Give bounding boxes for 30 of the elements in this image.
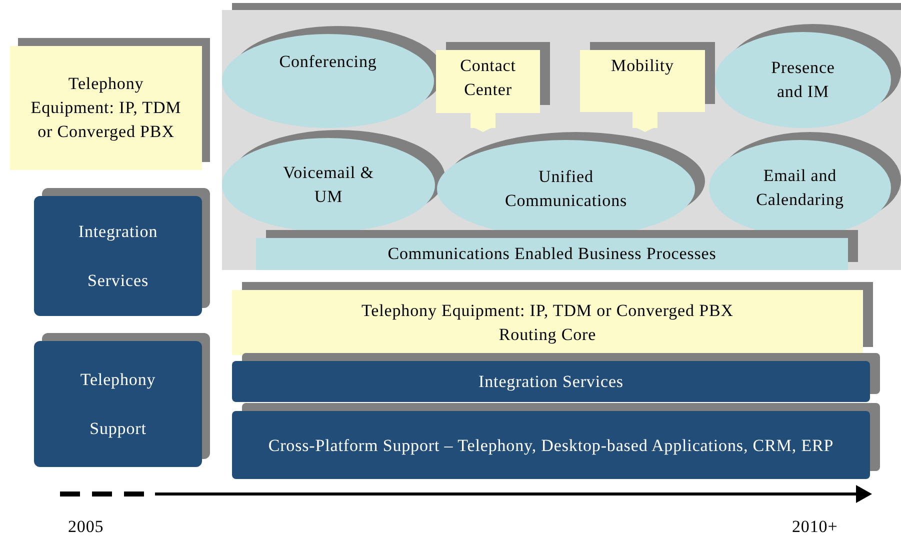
block-arrow [470, 113, 496, 132]
layer-bar [232, 361, 870, 402]
block-arrow [632, 112, 658, 132]
node-text: Communications Enabled Business Processes [388, 243, 716, 266]
panel-background [222, 10, 901, 270]
node-text: Integration Services [77, 221, 159, 292]
node-text: Mobility [611, 55, 674, 77]
node-text: Unified Communications [504, 166, 628, 212]
node-text: Telephony Equipment: IP, TDM or Converged PBX [30, 73, 182, 143]
node-text: Presence and IM [770, 57, 836, 103]
phase-box [10, 46, 202, 170]
phase-box [34, 196, 202, 316]
feature-ellipse [222, 34, 434, 128]
year-label: 2005 [68, 516, 104, 538]
node-text: Conferencing [279, 51, 377, 73]
layer-bar [232, 411, 870, 479]
node-text: Telephony Equipment: IP, TDM or Converged PBX Routing Core [360, 300, 734, 346]
layer-bar [232, 290, 863, 355]
process-bar [256, 238, 848, 270]
phase-box [34, 341, 202, 467]
callout-box [580, 50, 705, 112]
year-label: 2010+ [792, 516, 838, 538]
node-text: Voicemail & UM [282, 162, 375, 208]
callout-box [436, 50, 540, 113]
node-text: Cross-Platform Support – Telephony, Desktop-based Applications, CRM, ERP [268, 434, 834, 457]
feature-ellipse [222, 138, 435, 232]
node-text: Integration Services [478, 371, 624, 393]
node-text: Telephony Support [79, 369, 157, 440]
node-text: Contact Center [459, 55, 517, 101]
node-text: Email and Calendaring [756, 165, 844, 211]
